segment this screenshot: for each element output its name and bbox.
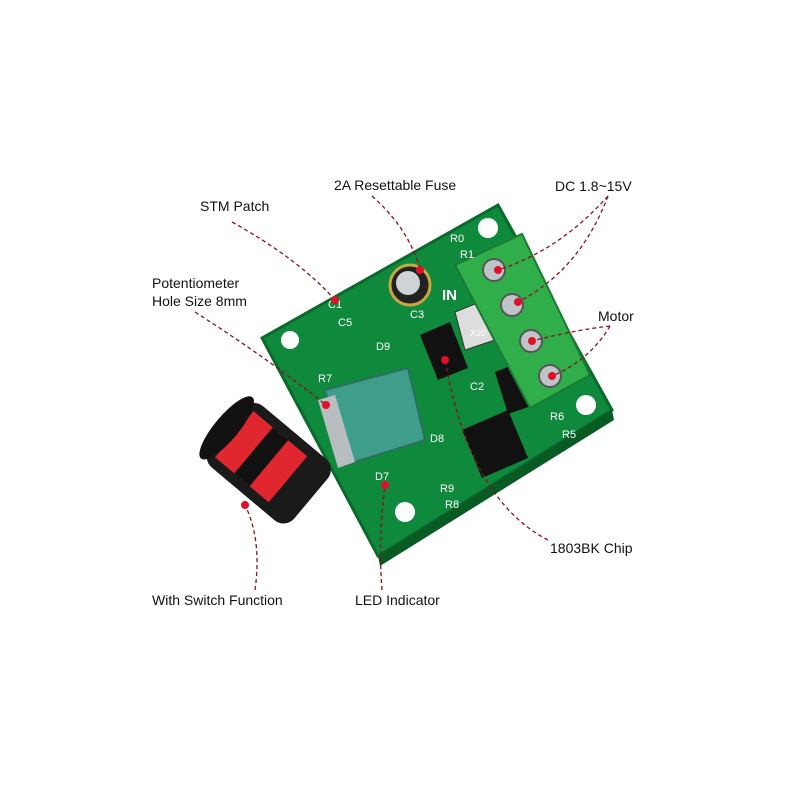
mosfet bbox=[495, 362, 534, 414]
label-switch-function: With Switch Function bbox=[152, 592, 283, 608]
label-potentiometer: Potentiometer bbox=[152, 275, 240, 291]
mounting-hole bbox=[395, 502, 415, 522]
silk-r1: R1 bbox=[460, 249, 474, 261]
silk-r5: R5 bbox=[562, 429, 576, 441]
silk-r7: R7 bbox=[318, 373, 332, 385]
label-led-indicator: LED Indicator bbox=[355, 592, 440, 608]
silk-d9: D9 bbox=[376, 341, 390, 353]
silk-r9: R9 bbox=[440, 483, 454, 495]
label-motor: Motor bbox=[598, 308, 634, 324]
silk-in: IN bbox=[442, 287, 457, 304]
silk-r0: R0 bbox=[450, 233, 464, 245]
mounting-hole bbox=[576, 395, 596, 415]
label-dc-input: DC 1.8~15V bbox=[555, 178, 632, 194]
silk-d8: D8 bbox=[430, 433, 444, 445]
mounting-hole bbox=[281, 331, 299, 349]
label-resettable-fuse: 2A Resettable Fuse bbox=[334, 177, 457, 193]
silk-c1: C1 bbox=[328, 299, 342, 311]
mounting-hole bbox=[478, 218, 498, 238]
label-hole-size: Hole Size 8mm bbox=[152, 293, 247, 309]
silk-r8: R8 bbox=[445, 499, 459, 511]
silk-x20: X20 bbox=[470, 328, 486, 338]
silk-c2: C2 bbox=[470, 381, 484, 393]
silk-c3: C3 bbox=[410, 309, 424, 321]
fuse-chip bbox=[420, 322, 468, 380]
label-stm-patch: STM Patch bbox=[200, 198, 270, 214]
1803bk-chip bbox=[462, 410, 528, 478]
label-chip: 1803BK Chip bbox=[550, 540, 633, 556]
potentiometer-knob bbox=[199, 396, 331, 524]
annotation-dots bbox=[241, 266, 556, 509]
silk-r6: R6 bbox=[550, 411, 564, 423]
leader-lines bbox=[194, 195, 611, 591]
silk-d7: D7 bbox=[375, 471, 389, 483]
silk-c5: C5 bbox=[338, 317, 352, 329]
